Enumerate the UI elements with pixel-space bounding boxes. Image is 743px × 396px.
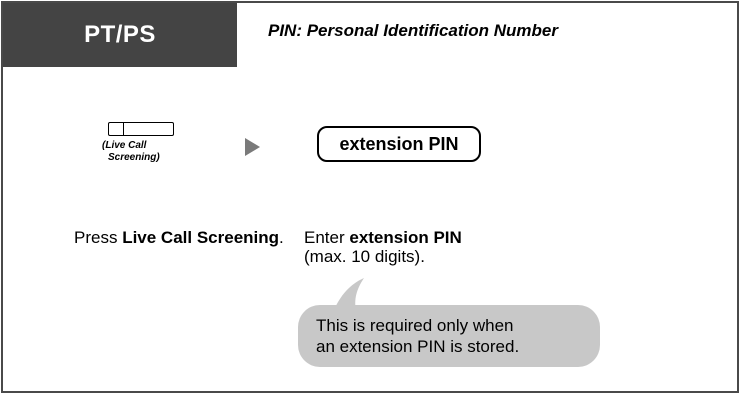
step-1-suffix: . bbox=[279, 228, 284, 247]
step-2-line2: (max. 10 digits). bbox=[304, 247, 425, 266]
step-2-prefix: Enter bbox=[304, 228, 350, 247]
callout-line2: an extension PIN is stored. bbox=[316, 337, 520, 356]
step-1-bold: Live Call Screening bbox=[122, 228, 280, 247]
callout-bubble: This is required only when an extension … bbox=[298, 305, 600, 367]
header-tab: PT/PS bbox=[3, 3, 237, 67]
step-1-prefix: Press bbox=[74, 228, 123, 247]
callout-line1: This is required only when bbox=[316, 316, 514, 335]
step-1-instruction: Press Live Call Screening. bbox=[74, 228, 284, 247]
next-step-arrow-icon bbox=[245, 138, 260, 156]
extension-pin-box: extension PIN bbox=[317, 126, 481, 162]
button-caption: (Live Call Screening) bbox=[102, 140, 186, 164]
button-lamp bbox=[114, 123, 124, 135]
button-caption-line2: Screening) bbox=[108, 152, 160, 163]
step-2-bold: extension PIN bbox=[349, 228, 462, 247]
callout-text: This is required only when an extension … bbox=[316, 315, 519, 357]
header-note: PIN: Personal Identification Number bbox=[268, 21, 558, 40]
callout-tail bbox=[334, 278, 364, 310]
header-tab-label: PT/PS bbox=[84, 21, 156, 48]
button-caption-line1: (Live Call bbox=[102, 140, 147, 151]
header-bar: PT/PS PIN: Personal Identification Numbe… bbox=[3, 3, 737, 67]
extension-pin-box-label: extension PIN bbox=[339, 133, 459, 154]
step-2-instruction: Enter extension PIN (max. 10 digits). bbox=[304, 228, 462, 266]
feature-button-icon bbox=[108, 122, 174, 136]
